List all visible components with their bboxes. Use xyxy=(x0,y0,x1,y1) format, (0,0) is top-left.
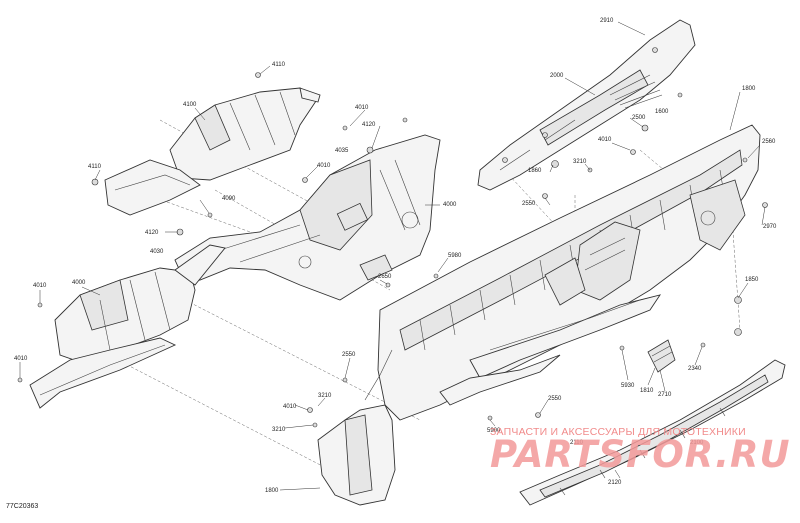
watermark-slogan: ЗАПЧАСТИ И АКСЕССУАРЫ ДЛЯ МОТОТЕХНИКИ xyxy=(490,426,746,438)
upper-side-shield-part xyxy=(104,87,321,216)
lower-side-shield-part xyxy=(29,244,226,409)
callout-4010-mid: 4010 xyxy=(317,163,331,169)
callout-4010-right: 4010 xyxy=(598,137,612,143)
callout-4010-bottom: 4010 xyxy=(14,356,28,362)
callout-2710: 2710 xyxy=(658,392,672,398)
diagram-code: 77C20363 xyxy=(6,503,39,510)
callout-2000: 2000 xyxy=(550,73,564,79)
callout-4035: 4035 xyxy=(335,148,349,154)
callout-1810: 1810 xyxy=(640,388,654,394)
watermark: ЗАПЧАСТИ И АКСЕССУАРЫ ДЛЯ МОТОТЕХНИКИ PA… xyxy=(490,426,790,474)
callout-4030: 4030 xyxy=(150,249,164,255)
callout-2550-mid: 2550 xyxy=(342,352,356,358)
callout-2560: 2560 xyxy=(762,139,776,145)
callout-1800-left: 1800 xyxy=(265,488,279,494)
callout-1800-right: 1800 xyxy=(742,86,756,92)
fasteners xyxy=(17,72,768,428)
callout-5980: 5980 xyxy=(448,253,462,259)
small-bracket-part xyxy=(647,339,676,373)
callout-3210-mid: 3210 xyxy=(318,393,332,399)
callout-2110: 2110 xyxy=(570,440,584,446)
callout-4010-top: 4010 xyxy=(355,105,369,111)
callout-2500: 2500 xyxy=(632,115,646,121)
callout-5930: 5930 xyxy=(621,383,635,389)
callout-4010-lower: 4010 xyxy=(283,404,297,410)
callout-3210-left: 3210 xyxy=(272,427,286,433)
callout-2650: 2650 xyxy=(378,274,392,280)
callout-1860: 1860 xyxy=(528,168,542,174)
callout-4110-top: 4110 xyxy=(272,62,286,68)
callout-4000-center: 4000 xyxy=(443,202,457,208)
callout-labels: 4110 4100 4110 4010 4120 4035 4010 4090 … xyxy=(14,18,777,494)
center-upper-panel-part xyxy=(174,134,441,301)
callout-4110-left: 4110 xyxy=(88,164,102,170)
callout-4090: 4090 xyxy=(222,196,236,202)
callout-2100: 2100 xyxy=(690,440,704,446)
callout-4000-left: 4000 xyxy=(72,280,86,286)
callout-2550-upper: 2550 xyxy=(522,201,536,207)
callout-1600: 1600 xyxy=(655,109,669,115)
upper-rail-part xyxy=(477,19,696,191)
callout-2120: 2120 xyxy=(608,480,622,486)
callout-5900: 5900 xyxy=(487,428,501,434)
side-post-part xyxy=(317,349,396,506)
callout-2340: 2340 xyxy=(688,366,702,372)
callout-2910: 2910 xyxy=(600,18,614,24)
lower-rail-part xyxy=(519,359,786,506)
leader-lines xyxy=(19,21,766,491)
callout-2550-lower: 2550 xyxy=(548,396,562,402)
callout-4100: 4100 xyxy=(183,102,197,108)
callout-4010-left: 4010 xyxy=(33,283,47,289)
callout-2970: 2970 xyxy=(763,224,777,230)
callout-4120-left: 4120 xyxy=(145,230,159,236)
watermark-logo: PARTSFOR.RU xyxy=(490,433,791,476)
callout-1850: 1850 xyxy=(745,277,759,283)
main-frame-part xyxy=(377,124,761,421)
callout-4120-top: 4120 xyxy=(362,122,376,128)
callout-3210-right: 3210 xyxy=(573,159,587,165)
